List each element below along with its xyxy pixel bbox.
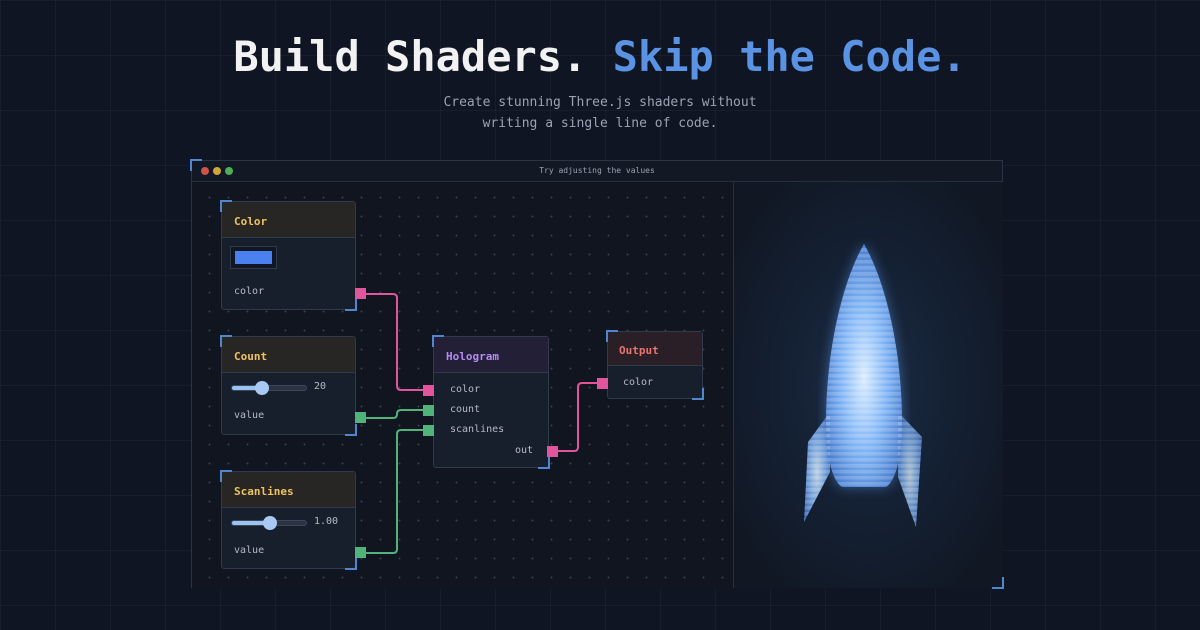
output-label: out — [515, 445, 534, 456]
count-node[interactable]: Count 20 value — [220, 335, 366, 436]
hologram-node[interactable]: Hologram color count scanlines out — [423, 335, 558, 469]
output-label: value — [234, 545, 265, 556]
subtitle-line-1: Create stunning Three.js shaders without — [443, 95, 757, 110]
slider-thumb[interactable] — [255, 381, 269, 395]
color-picker[interactable] — [230, 246, 277, 269]
editor-window: Try adjusting the values Color color Cou… — [190, 159, 1004, 589]
count-value: 20 — [314, 381, 327, 392]
hero-subtitle: Create stunning Three.js shaders without… — [0, 92, 1200, 134]
window-title: Try adjusting the values — [539, 166, 655, 175]
output-port[interactable] — [355, 547, 366, 558]
input-label: count — [450, 404, 481, 415]
output-label: value — [234, 410, 265, 421]
scanlines-slider[interactable] — [231, 516, 307, 530]
window-corner — [190, 159, 202, 171]
output-port[interactable] — [355, 412, 366, 423]
output-port[interactable] — [355, 288, 366, 299]
input-port-color[interactable] — [423, 385, 434, 396]
wire-color — [366, 293, 430, 391]
slider-thumb[interactable] — [263, 516, 277, 530]
node-title: Color — [222, 202, 355, 238]
color-node[interactable]: Color color — [220, 200, 366, 311]
node-canvas[interactable]: Color color Count 20 value Scanlines 1.0… — [192, 182, 733, 588]
maximize-dot-icon[interactable] — [225, 167, 233, 175]
minimize-dot-icon[interactable] — [213, 167, 221, 175]
title-part-1: Build Shaders. — [233, 32, 588, 81]
hero-title: Build Shaders. Skip the Code. — [0, 32, 1200, 81]
title-part-2: Skip the Code. — [612, 32, 967, 81]
wire-out — [558, 382, 604, 452]
input-port-count[interactable] — [423, 405, 434, 416]
close-dot-icon[interactable] — [201, 167, 209, 175]
input-port-scanlines[interactable] — [423, 425, 434, 436]
title-bar: Try adjusting the values — [192, 161, 1002, 182]
node-title: Scanlines — [222, 472, 355, 508]
node-title: Output — [608, 332, 702, 366]
scanlines-value: 1.00 — [314, 516, 339, 527]
output-label: color — [234, 286, 265, 297]
input-port-color[interactable] — [597, 378, 608, 389]
input-label: color — [623, 377, 654, 388]
input-label: color — [450, 384, 481, 395]
node-title: Count — [222, 337, 355, 373]
wire-count — [366, 409, 430, 419]
output-port[interactable] — [547, 446, 558, 457]
scanlines-node[interactable]: Scanlines 1.00 value — [220, 470, 366, 570]
subtitle-line-2: writing a single line of code. — [482, 116, 718, 131]
count-slider[interactable] — [231, 381, 307, 395]
shader-preview[interactable] — [733, 182, 1004, 589]
rocket-hologram — [804, 244, 922, 527]
input-label: scanlines — [450, 424, 505, 435]
wires — [366, 293, 604, 554]
color-swatch — [235, 251, 272, 264]
output-node[interactable]: Output color — [597, 330, 704, 400]
wire-scanlines — [366, 429, 430, 554]
node-title: Hologram — [434, 337, 548, 373]
